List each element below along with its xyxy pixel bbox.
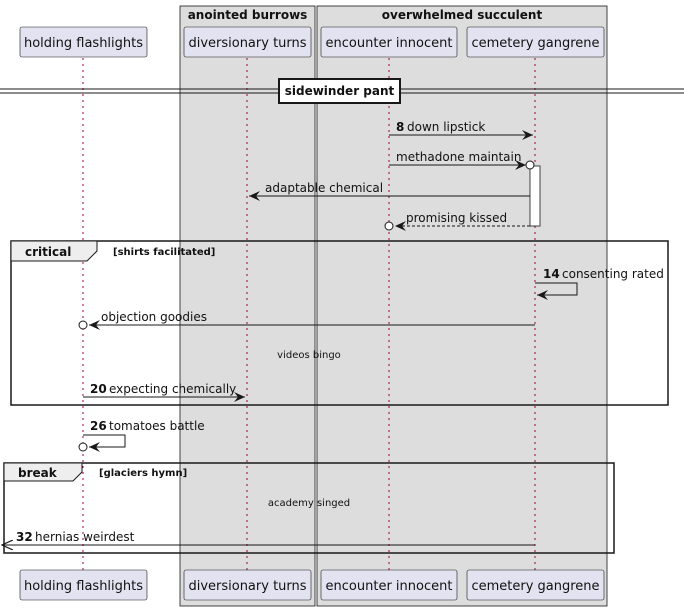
participant-label: encounter innocent — [326, 36, 453, 51]
fragment-keyword: critical — [25, 245, 71, 259]
participant-label: encounter innocent — [326, 579, 453, 594]
message-adaptable-chemical: adaptable chemical — [249, 181, 530, 201]
divider-label: sidewinder pant — [285, 84, 395, 98]
group-overwhelmed-succulent: overwhelmed succulent — [316, 5, 608, 607]
message-objection-goodies: objection goodies — [78, 310, 535, 330]
fragment-critical: critical [shirts facilitated] — [10, 240, 669, 406]
participant-holding-bottom[interactable]: holding flashlights — [19, 569, 148, 601]
message-number: 20 — [90, 382, 107, 396]
message-methadone-maintain: methadone maintain — [389, 150, 535, 170]
participant-label: holding flashlights — [24, 36, 143, 51]
message-tomatoes-battle: 26 tomatoes battle — [78, 419, 205, 452]
group-title-overwhelmed: overwhelmed succulent — [382, 8, 543, 22]
message-expecting-chemically: 20 expecting chemically — [83, 382, 245, 402]
message-number: 32 — [16, 530, 33, 544]
message-label: promising kissed — [406, 211, 507, 225]
message-label: down lipstick — [407, 120, 485, 134]
fragment-guard: [glaciers hymn] — [99, 468, 187, 479]
fragment-keyword: break — [18, 466, 58, 480]
message-label: consenting rated — [562, 267, 664, 281]
participant-diversionary-bottom[interactable]: diversionary turns — [183, 569, 312, 601]
message-down-lipstick: 8 down lipstick — [389, 120, 533, 140]
delay-videos-bingo: videos bingo — [277, 350, 341, 361]
message-label: adaptable chemical — [265, 181, 383, 195]
message-label: methadone maintain — [396, 150, 521, 164]
participant-encounter-top[interactable]: encounter innocent — [320, 26, 458, 58]
participant-diversionary-top[interactable]: diversionary turns — [183, 26, 312, 58]
participant-label: diversionary turns — [188, 579, 306, 594]
message-label: expecting chemically — [109, 382, 236, 396]
participant-cemetery-bottom[interactable]: cemetery gangrene — [466, 569, 605, 601]
fragment-guard: [shirts facilitated] — [113, 247, 215, 258]
divider-sidewinder-pant: sidewinder pant — [0, 78, 684, 104]
delay-label: academy singed — [268, 498, 350, 509]
participant-label: holding flashlights — [24, 579, 143, 594]
message-label: tomatoes battle — [109, 419, 205, 433]
message-number: 14 — [543, 267, 560, 281]
participant-cemetery-top[interactable]: cemetery gangrene — [466, 26, 605, 58]
participant-encounter-bottom[interactable]: encounter innocent — [320, 569, 458, 601]
message-label: hernias weirdest — [35, 530, 135, 544]
fragment-break: break [glaciers hymn] — [3, 462, 615, 554]
message-number: 8 — [396, 120, 404, 134]
message-consenting-rated: 14 consenting rated — [535, 267, 664, 300]
participant-label: diversionary turns — [188, 36, 306, 51]
lifelines — [82, 58, 536, 570]
participant-label: cemetery gangrene — [471, 579, 599, 594]
delay-academy-singed: academy singed — [268, 498, 350, 509]
group-title-anointed: anointed burrows — [188, 8, 308, 22]
message-hernias-weirdest: 32 hernias weirdest — [2, 530, 535, 545]
message-label: objection goodies — [101, 310, 207, 324]
participant-label: cemetery gangrene — [471, 36, 599, 51]
message-promising-kissed: promising kissed — [384, 211, 530, 231]
participant-holding-top[interactable]: holding flashlights — [19, 26, 148, 58]
delay-label: videos bingo — [277, 350, 341, 361]
activation-bar — [529, 165, 541, 227]
message-number: 26 — [90, 419, 107, 433]
